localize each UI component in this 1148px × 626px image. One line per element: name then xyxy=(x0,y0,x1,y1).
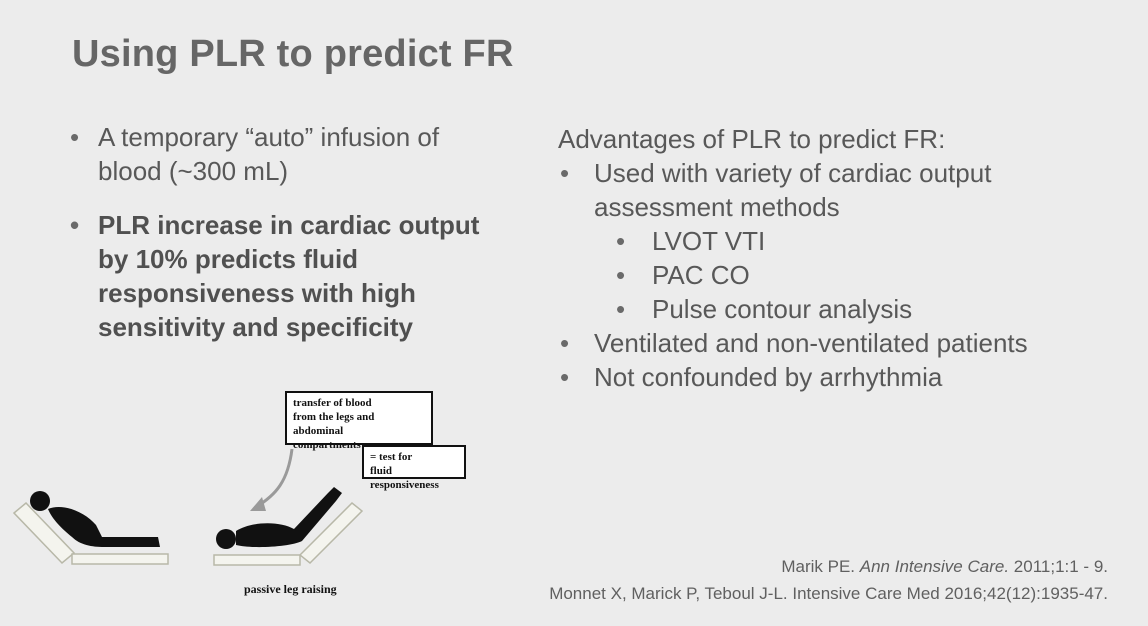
blood-transfer-label: transfer of blood from the legs and abdo… xyxy=(285,391,433,451)
leg-raised-patient xyxy=(213,487,364,566)
left-bullet-list: A temporary “auto” infusion of blood (~3… xyxy=(70,120,490,344)
slide-title: Using PLR to predict FR xyxy=(72,33,514,75)
bullet-ventilated: Ventilated and non-ventilated patients xyxy=(558,326,1118,360)
arrow-head xyxy=(250,497,266,511)
bullet-cardiac-output-methods: Used with variety of cardiac output asse… xyxy=(558,156,1118,224)
advantages-heading: Advantages of PLR to predict FR: xyxy=(558,124,946,154)
bullet-plr-cardiac-output: PLR increase in cardiac output by 10% pr… xyxy=(70,208,490,344)
advantages-list: Advantages of PLR to predict FR: Used wi… xyxy=(558,122,1118,394)
plr-diagram-graphic xyxy=(12,448,364,566)
figure-caption: passive leg raising xyxy=(244,582,337,596)
fluid-test-label: = test for fluid responsiveness xyxy=(362,445,466,491)
sub-bullet-pulse-contour: Pulse contour analysis xyxy=(558,292,1118,326)
reference-marik: Marik PE. Ann Intensive Care. 2011;1:1 -… xyxy=(781,557,1108,576)
reference-monnet: Monnet X, Marick P, Teboul J-L. Intensiv… xyxy=(549,584,1108,603)
sub-bullet-lvot-vti: LVOT VTI xyxy=(558,224,1118,258)
bullet-arrhythmia: Not confounded by arrhythmia xyxy=(558,360,1118,394)
semi-recumbent-patient xyxy=(12,491,169,565)
bullet-auto-infusion: A temporary “auto” infusion of blood (~3… xyxy=(70,120,490,188)
plr-illustration: transfer of blood from the legs and abdo… xyxy=(0,385,480,615)
sub-bullet-pac-co: PAC CO xyxy=(558,258,1118,292)
references: Marik PE. Ann Intensive Care. 2011;1:1 -… xyxy=(549,553,1108,607)
